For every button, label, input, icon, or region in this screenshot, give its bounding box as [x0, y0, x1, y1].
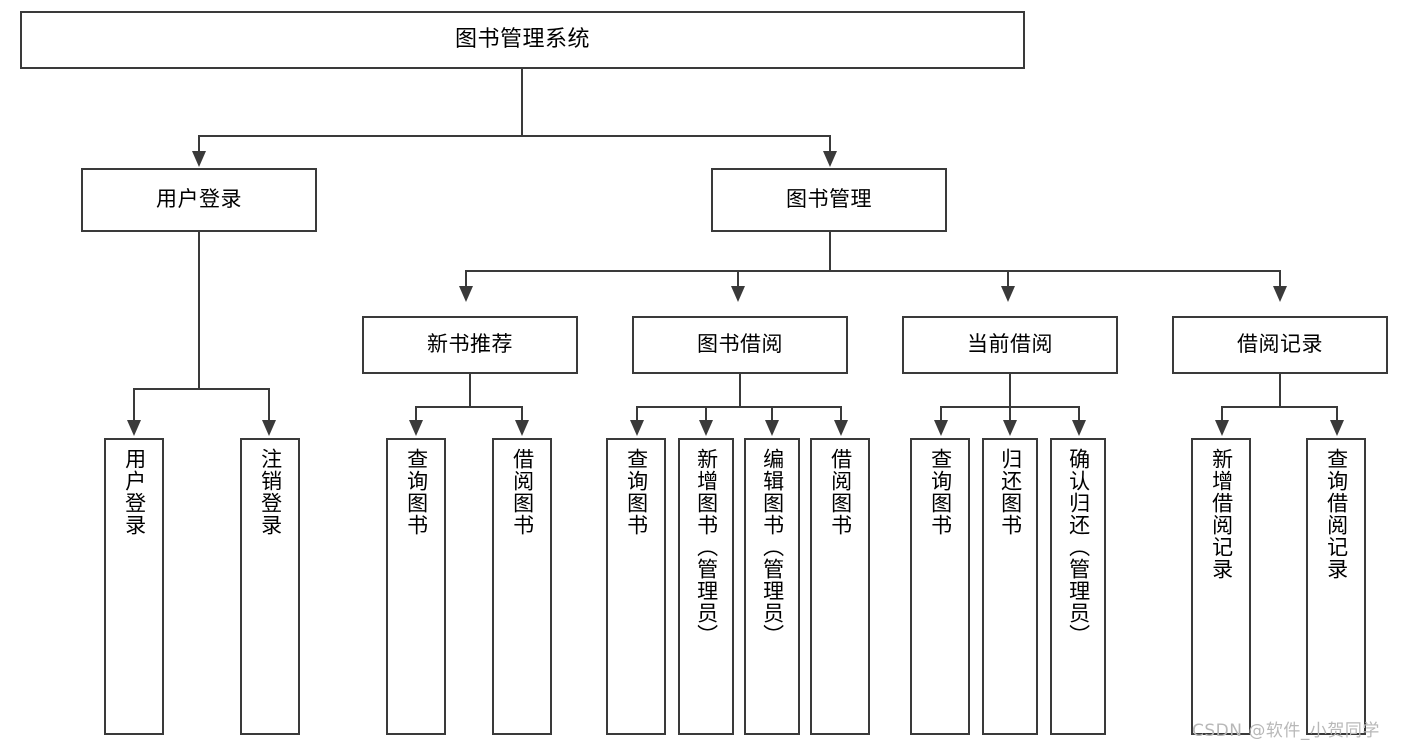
connector-userlogin-stem [198, 232, 200, 390]
connector-bookmgmt-drop-3 [1007, 270, 1009, 288]
node-root-system[interactable]: 图书管理系统 [20, 11, 1025, 69]
node-label: 借阅图书 [828, 448, 853, 536]
connector-bookmgmt-drop-4 [1279, 270, 1281, 288]
connector-borrowrecord-drop-2 [1336, 406, 1338, 422]
node-label: 编辑图书（管理员） [760, 448, 785, 646]
connector-currentborrow-drop-2 [1009, 406, 1011, 422]
leaf-query-book-borrow[interactable]: 查询图书 [606, 438, 666, 735]
leaf-user-login[interactable]: 用户登录 [104, 438, 164, 735]
leaf-query-borrow-record[interactable]: 查询借阅记录 [1306, 438, 1366, 735]
connector-borrowrecord-drop-1 [1221, 406, 1223, 422]
connector-root-drop-bookmgmt [829, 135, 831, 153]
connector-bookborrow-drop-2 [705, 406, 707, 422]
node-current-borrow[interactable]: 当前借阅 [902, 316, 1118, 374]
connector-newbook-stem [469, 374, 471, 408]
connector-newbook-bus [415, 406, 523, 408]
connector-bookmgmt-stem [829, 232, 831, 272]
arrow-to-leaf-query-book-2 [630, 420, 644, 436]
node-label: 图书借阅 [697, 332, 783, 357]
node-borrow-record[interactable]: 借阅记录 [1172, 316, 1388, 374]
arrow-to-new-book-recommend [459, 286, 473, 302]
node-label: 借阅图书 [510, 448, 535, 536]
arrow-to-leaf-query-book-3 [934, 420, 948, 436]
node-label: 查询图书 [624, 448, 649, 536]
arrow-to-leaf-confirm-return [1072, 420, 1086, 436]
node-label: 用户登录 [156, 187, 242, 212]
connector-bookborrow-bus [636, 406, 842, 408]
node-label: 确认归还（管理员） [1066, 448, 1091, 646]
node-book-borrow[interactable]: 图书借阅 [632, 316, 848, 374]
arrow-to-leaf-logout [262, 420, 276, 436]
arrow-to-leaf-query-book-1 [409, 420, 423, 436]
connector-bookmgmt-bus [465, 270, 1281, 272]
arrow-to-leaf-edit-book [765, 420, 779, 436]
connector-bookborrow-drop-4 [840, 406, 842, 422]
node-label: 图书管理系统 [454, 26, 590, 52]
connector-newbook-drop-2 [521, 406, 523, 422]
node-label: 用户登录 [122, 448, 147, 536]
arrow-to-leaf-add-book [699, 420, 713, 436]
node-book-management[interactable]: 图书管理 [711, 168, 947, 232]
connector-bookmgmt-drop-1 [465, 270, 467, 288]
node-label: 查询图书 [928, 448, 953, 536]
node-new-book-recommend[interactable]: 新书推荐 [362, 316, 578, 374]
arrow-to-leaf-return-book [1003, 420, 1017, 436]
node-user-login[interactable]: 用户登录 [81, 168, 317, 232]
connector-newbook-drop-1 [415, 406, 417, 422]
arrow-to-user-login [192, 151, 206, 167]
node-label: 新增借阅记录 [1209, 448, 1234, 580]
leaf-return-book[interactable]: 归还图书 [982, 438, 1038, 735]
arrow-to-leaf-query-record [1330, 420, 1344, 436]
leaf-add-book[interactable]: 新增图书（管理员） [678, 438, 734, 735]
connector-currentborrow-stem [1009, 374, 1011, 408]
leaf-borrow-book-recommend[interactable]: 借阅图书 [492, 438, 552, 735]
node-label: 查询借阅记录 [1324, 448, 1349, 580]
arrow-to-current-borrow [1001, 286, 1015, 302]
connector-bookborrow-stem [739, 374, 741, 408]
connector-root-drop-userlogin [198, 135, 200, 153]
connector-currentborrow-drop-1 [940, 406, 942, 422]
leaf-add-borrow-record[interactable]: 新增借阅记录 [1191, 438, 1251, 735]
arrow-to-book-management [823, 151, 837, 167]
leaf-borrow-book-borrow[interactable]: 借阅图书 [810, 438, 870, 735]
connector-userlogin-drop-2 [268, 388, 270, 422]
leaf-query-book-recommend[interactable]: 查询图书 [386, 438, 446, 735]
leaf-logout[interactable]: 注销登录 [240, 438, 300, 735]
node-label: 图书管理 [786, 187, 872, 212]
connector-userlogin-drop-1 [133, 388, 135, 422]
connector-bookmgmt-drop-2 [737, 270, 739, 288]
connector-bookborrow-drop-1 [636, 406, 638, 422]
arrow-to-leaf-borrow-book-1 [515, 420, 529, 436]
connector-borrowrecord-stem [1279, 374, 1281, 408]
connector-borrowrecord-bus [1221, 406, 1338, 408]
leaf-edit-book[interactable]: 编辑图书（管理员） [744, 438, 800, 735]
arrow-to-leaf-add-record [1215, 420, 1229, 436]
node-label: 当前借阅 [967, 332, 1053, 357]
connector-bookborrow-drop-3 [771, 406, 773, 422]
connector-root-stem [521, 69, 523, 137]
arrow-to-borrow-record [1273, 286, 1287, 302]
leaf-query-book-current[interactable]: 查询图书 [910, 438, 970, 735]
connector-userlogin-bus [133, 388, 270, 390]
connector-currentborrow-drop-3 [1078, 406, 1080, 422]
node-label: 新书推荐 [427, 332, 513, 357]
node-label: 新增图书（管理员） [694, 448, 719, 646]
arrow-to-book-borrow [731, 286, 745, 302]
leaf-confirm-return[interactable]: 确认归还（管理员） [1050, 438, 1106, 735]
arrow-to-leaf-borrow-book-2 [834, 420, 848, 436]
node-label: 查询图书 [404, 448, 429, 536]
arrow-to-leaf-user-login [127, 420, 141, 436]
node-label: 注销登录 [258, 448, 283, 536]
connector-root-bus [198, 135, 830, 137]
node-label: 借阅记录 [1237, 332, 1323, 357]
node-label: 归还图书 [998, 448, 1023, 536]
